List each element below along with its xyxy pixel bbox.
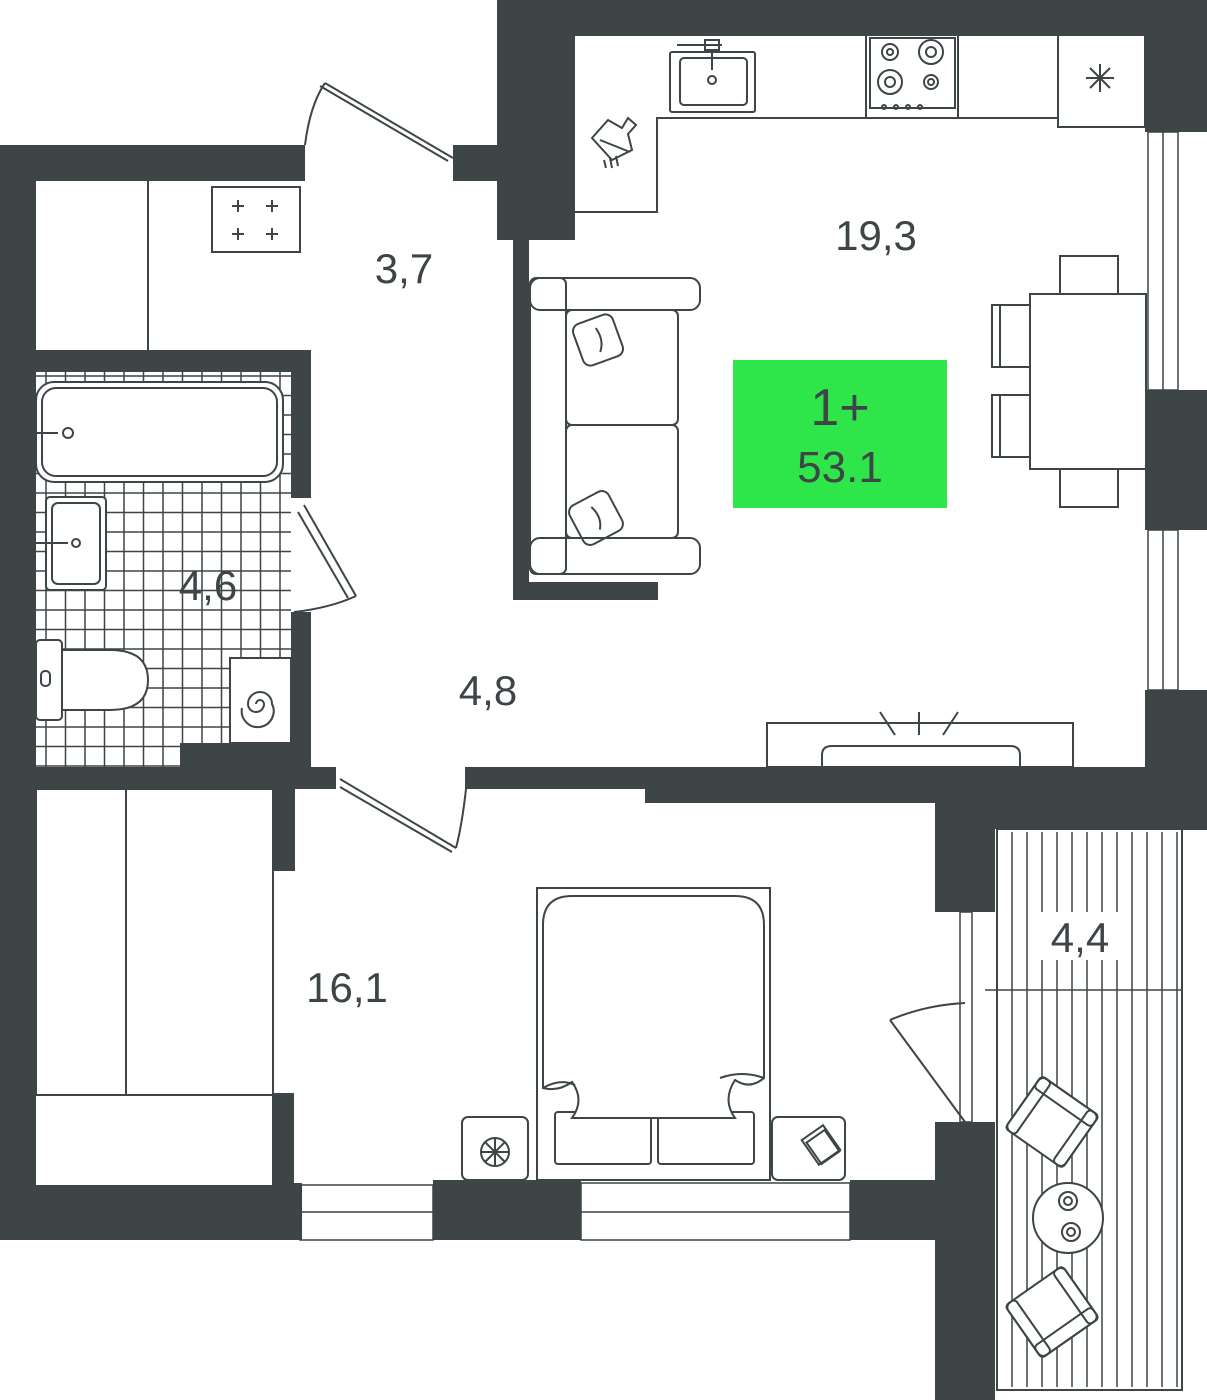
bathtub-icon xyxy=(35,381,284,483)
area-label-bg xyxy=(1040,912,1120,960)
windows xyxy=(299,131,1179,1241)
bedroom-area: 16,1 xyxy=(306,964,388,1011)
hallway-area: 3,7 xyxy=(375,245,433,292)
armchair-icon xyxy=(1005,1266,1099,1358)
apartment-badge: 1+ 53.1 xyxy=(733,360,947,508)
fridge-icon xyxy=(1086,64,1114,92)
bed-icon xyxy=(536,887,771,1181)
stove-icon xyxy=(869,37,956,110)
sink-icon xyxy=(669,39,756,113)
sofa-icon xyxy=(529,277,701,575)
kitchen-counter xyxy=(575,34,1146,213)
tv-icon xyxy=(766,711,1074,768)
washbasin-icon xyxy=(36,496,107,591)
dining-table-icon xyxy=(991,255,1147,508)
corridor-area: 4,8 xyxy=(459,667,517,714)
kitchen-living-area: 19,3 xyxy=(835,212,917,259)
cleaning-icon xyxy=(590,116,638,169)
toilet-icon xyxy=(35,639,150,721)
bathroom-area: 4,6 xyxy=(179,562,237,609)
armchair-icon xyxy=(1005,1076,1099,1168)
doors xyxy=(293,82,966,1123)
electric-panel-icon xyxy=(211,186,301,253)
badge-background xyxy=(733,360,947,508)
bedroom-wardrobe xyxy=(35,788,274,1096)
nightstand-icon xyxy=(771,1116,846,1181)
nightstand-icon xyxy=(461,1116,529,1181)
boiler-icon xyxy=(229,657,292,744)
balcony-area: 4,4 xyxy=(1051,914,1109,961)
badge-rooms: 1+ xyxy=(810,379,869,437)
badge-total-area: 53.1 xyxy=(797,443,883,492)
coffee-table-icon xyxy=(1032,1182,1104,1254)
